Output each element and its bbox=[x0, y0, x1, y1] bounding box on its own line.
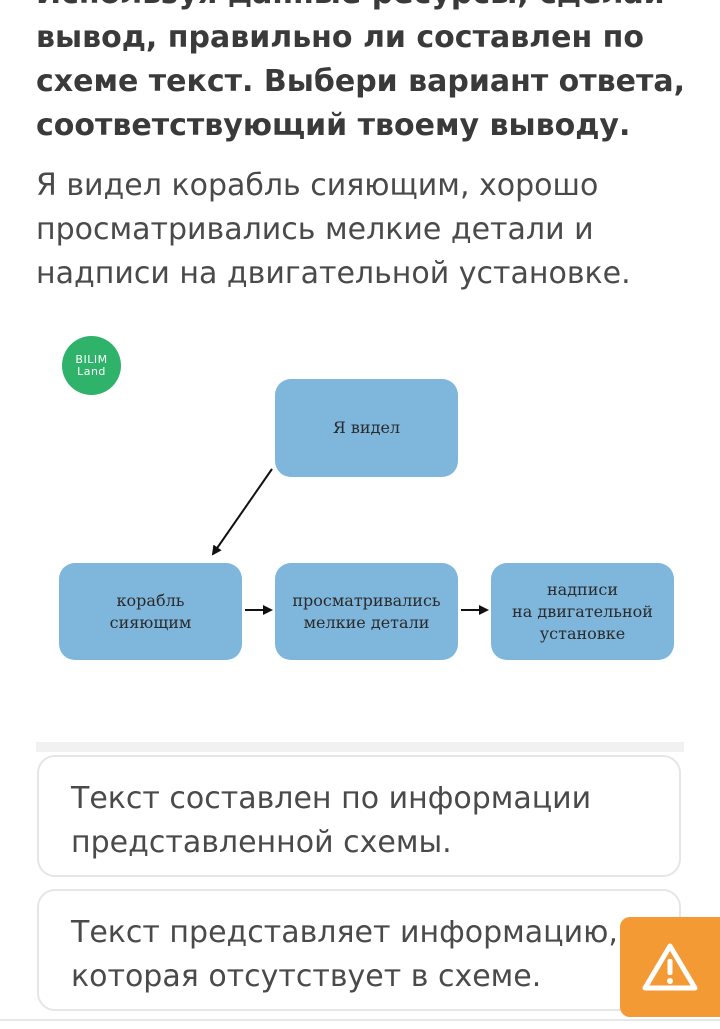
node-label: надписи bbox=[546, 579, 618, 599]
logo-text-top: BILIM bbox=[75, 352, 108, 366]
node-label: просматривались bbox=[292, 590, 441, 610]
diagram-node-ya-videl: Я видел bbox=[275, 379, 458, 477]
option-text-line: которая отсутствует в схеме. bbox=[71, 959, 542, 994]
option-text-line: Текст представляет информацию, bbox=[71, 915, 618, 950]
option-text-line: представленной схемы. bbox=[71, 825, 452, 860]
passage-line: Я видел корабль сияющим, хорошо bbox=[36, 168, 599, 203]
section-divider bbox=[36, 742, 684, 752]
node-label: Я видел bbox=[332, 418, 401, 437]
warning-icon bbox=[642, 943, 698, 991]
instruction-line: вывод, правильно ли составлен по bbox=[36, 20, 645, 55]
node-label: на двигательной bbox=[512, 601, 653, 621]
bottom-border bbox=[0, 1019, 720, 1021]
node-label: мелкие детали bbox=[303, 612, 430, 632]
logo-text-bottom: Land bbox=[77, 364, 106, 378]
instruction-line: соответствующий твоему выводу. bbox=[36, 108, 631, 143]
passage-line: просматривались мелкие детали и bbox=[36, 212, 594, 247]
diagram-node-inscriptions: надписи на двигательной установке bbox=[491, 563, 674, 660]
node-label: корабль bbox=[116, 590, 185, 610]
instruction-line: схеме текст. Выбери вариант ответа, bbox=[36, 64, 686, 99]
source-passage: Я видел корабль сияющим, хорошо просматр… bbox=[36, 164, 686, 296]
diagram-node-ship: корабль сияющим bbox=[59, 563, 242, 660]
instruction-line: Используя данные ресурсы, сделай bbox=[36, 0, 696, 16]
diagram-node-details: просматривались мелкие детали bbox=[275, 563, 458, 660]
option-text-line: Текст составлен по информации bbox=[71, 781, 592, 816]
bilimland-logo: BILIM Land bbox=[62, 336, 121, 395]
answer-option-1[interactable]: Текст составлен по информации представле… bbox=[37, 755, 681, 877]
arrow-ya-to-ship bbox=[211, 468, 273, 556]
task-instructions: Используя данные ресурсы, сделай вывод, … bbox=[36, 0, 696, 148]
node-label: установке bbox=[539, 623, 626, 643]
passage-line: надписи на двигательной установке. bbox=[36, 256, 631, 291]
node-label: сияющим bbox=[109, 612, 192, 632]
report-problem-button[interactable] bbox=[620, 917, 720, 1017]
answer-option-2[interactable]: Текст представляет информацию, которая о… bbox=[37, 889, 681, 1011]
